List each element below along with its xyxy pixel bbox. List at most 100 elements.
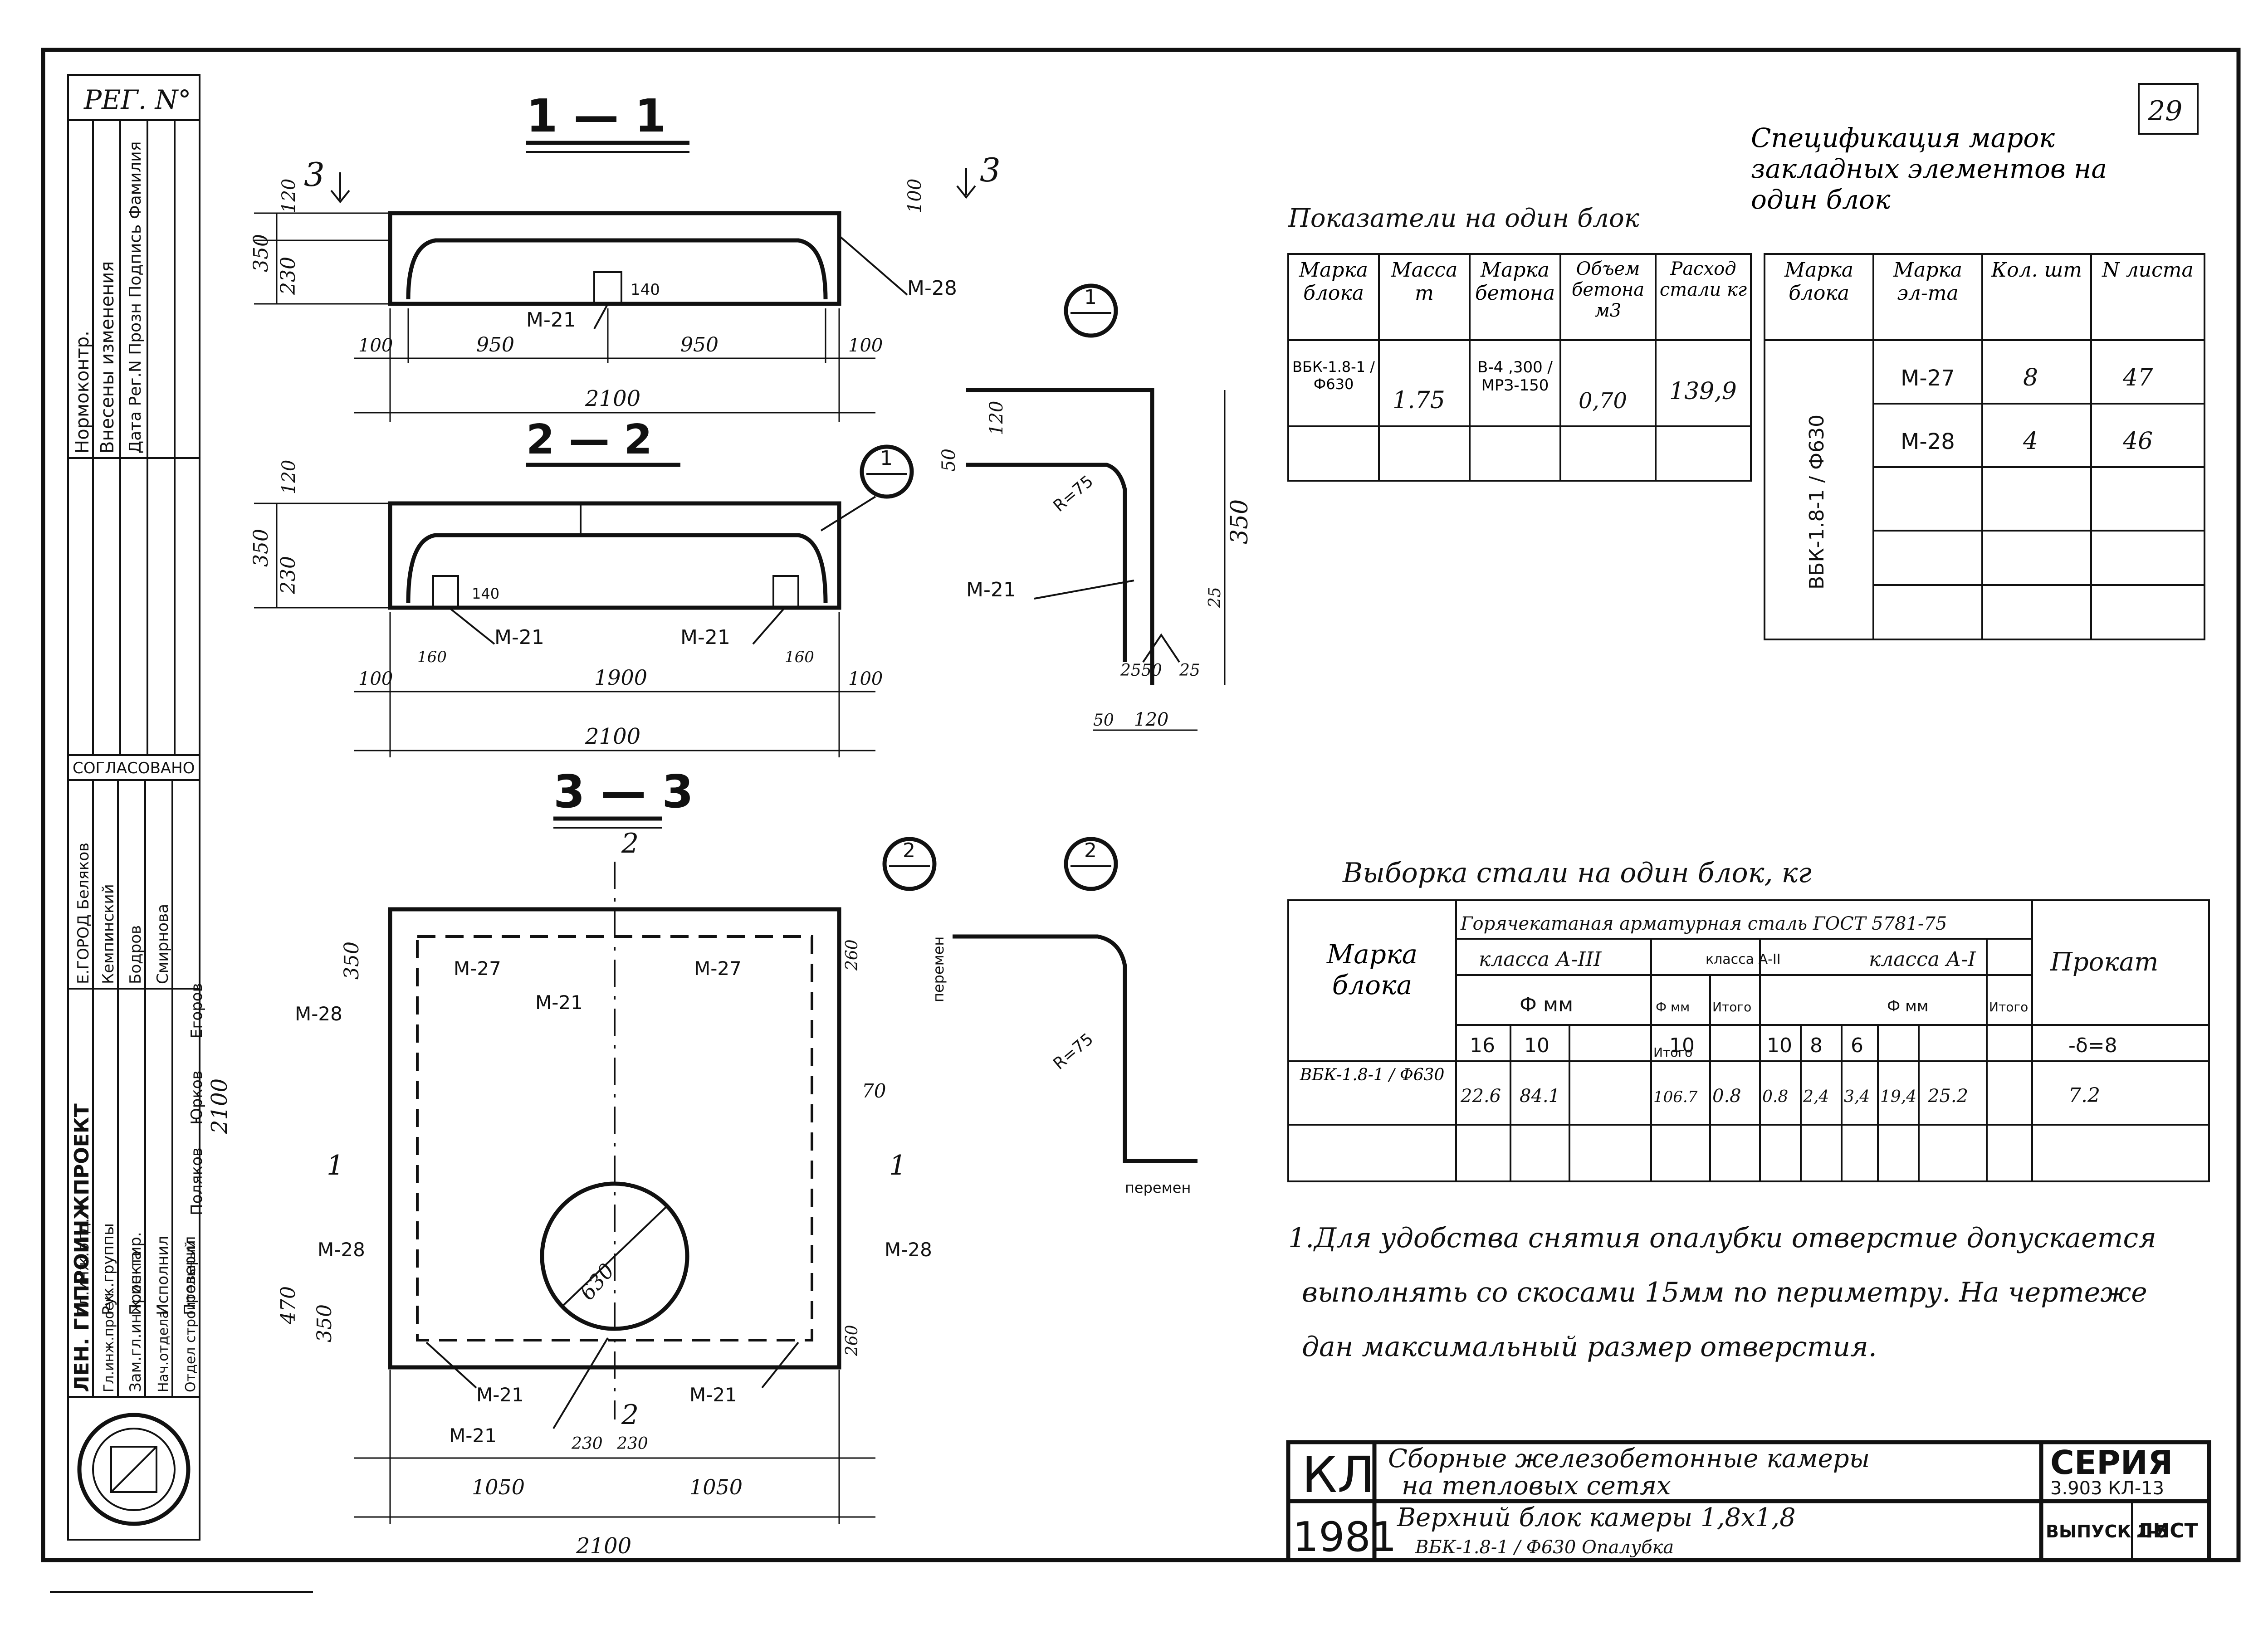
steel-class-a3: класса А-III — [1479, 948, 1602, 971]
org-name: ЛЕН. ГИПРОИНЖПРОЕКТ — [70, 1103, 93, 1392]
callout-1-num: 1 — [1084, 286, 1097, 309]
spec-block: ВБК-1.8-1 / Ф630 — [1805, 415, 1828, 590]
staff-row-5: Проверил — [181, 1236, 199, 1315]
detail1-d50b: 50 — [1093, 711, 1114, 730]
title-line-3: Верхний блок камеры 1,8х1,8 — [1397, 1503, 1796, 1532]
staff-row-4: Исполнил — [154, 1236, 172, 1315]
spec-r2-sheet: 46 — [2122, 428, 2153, 455]
plan-d1050-left: 1050 — [472, 1475, 525, 1499]
s22-d100-right: 100 — [848, 668, 883, 689]
steel-table: Выборка стали на один блок, кг Горячекат… — [1287, 857, 2210, 1182]
ind-row-volume: 0,70 — [1579, 388, 1627, 414]
steel-d10-a3: 10 — [1524, 1034, 1549, 1057]
detail1-d120b: 120 — [1134, 709, 1168, 730]
plan-d2100-left: 2100 — [207, 1078, 232, 1134]
steel-v9: 25.2 — [1927, 1086, 1968, 1107]
spec-title: Спецификация марок закладных элементов н… — [1751, 122, 2107, 215]
stamp-row-2: Внесены изменения — [97, 261, 118, 454]
staff-extra-4: Юрков — [188, 1070, 206, 1125]
indicators-title: Показатели на один блок — [1288, 204, 1640, 233]
plan-m21-top: М-21 — [535, 991, 583, 1014]
steel-d10-a1: 10 — [1767, 1034, 1792, 1057]
spec-r1-qty: 8 — [2023, 364, 2038, 391]
detail1-r75: R=75 — [1050, 472, 1097, 516]
s22-d350: 350 — [249, 529, 273, 567]
title-block: КЛ 1981 Сборные железобетонные камеры на… — [1286, 1440, 2211, 1562]
detail2-peremen-v: перемен — [930, 937, 947, 1002]
s22-d230: 230 — [277, 556, 300, 595]
s22-m21-right: М-21 — [680, 626, 730, 649]
sheet-label: ЛИСТ — [2136, 1519, 2198, 1542]
ind-h-volume: Объем бетона м3 — [1571, 259, 1645, 321]
ind-row-mass: 1.75 — [1393, 387, 1445, 414]
plan-d70: 70 — [862, 1080, 886, 1102]
s22-d120: 120 — [279, 460, 299, 494]
steel-v5: 0.8 — [1762, 1088, 1788, 1106]
plan-m28-left-bottom: М-28 — [318, 1239, 365, 1261]
reg-label: РЕГ. N° — [83, 84, 191, 115]
steel-phi-a1: Ф мм — [1887, 997, 1928, 1015]
ind-h-mark: Марка блока — [1299, 259, 1368, 305]
staff-extra-5: Егоров — [188, 983, 206, 1039]
plan-d260-top: 260 — [843, 939, 861, 971]
callout-2-plan-num: 2 — [903, 839, 915, 862]
callout-2-detail-num: 2 — [1084, 839, 1097, 862]
steel-class-a1: класса А-I — [1869, 948, 1976, 971]
plan-d230-right: 230 — [616, 1434, 648, 1453]
cut-2-bottom: 2 — [621, 1399, 639, 1431]
steel-v6: 2,4 — [1803, 1088, 1829, 1106]
agreed-row-4: Смирнова — [154, 904, 172, 984]
agreed-row-3: Бодров — [127, 925, 145, 984]
opening-d630: 630 — [575, 1258, 619, 1305]
plan-d470: 470 — [277, 1286, 300, 1325]
plan-m27-left: М-27 — [454, 957, 501, 980]
s22-d140: 140 — [472, 585, 499, 602]
ind-row-steel: 139,9 — [1669, 378, 1737, 405]
s11-d350: 350 — [249, 234, 273, 272]
note-line-2: выполнять со скосами 15мм по периметру. … — [1302, 1277, 2147, 1308]
section-1-1-title: 1 — 1 — [526, 89, 666, 142]
s11-d950-left: 950 — [476, 333, 514, 356]
plan-m27-right: М-27 — [694, 957, 742, 980]
steel-phi-a3: Ф мм — [1520, 993, 1573, 1016]
detail2-r75: R=75 — [1050, 1030, 1097, 1073]
s11-d230: 230 — [277, 257, 300, 295]
s11-m21: М-21 — [526, 308, 576, 332]
section-3-3-title: 3 — 3 — [553, 765, 694, 818]
steel-d16: 16 — [1470, 1034, 1495, 1057]
steel-itogo-a1: Итого — [1989, 1000, 2028, 1015]
spec-h-block: Марка блока — [1784, 259, 1853, 305]
plan-d260-bottom: 260 — [843, 1325, 861, 1356]
detail-2: 2 2 R=75 перемен перемен — [882, 837, 1198, 1196]
steel-v10: 7.2 — [2068, 1084, 2100, 1107]
note: 1.Для удобства снятия опалубки отверстие… — [1288, 1222, 2156, 1363]
detail2-peremen-h: перемен — [1125, 1179, 1191, 1196]
ind-h-concrete: Марка бетона — [1475, 259, 1555, 305]
callout-2-detail — [1064, 837, 1118, 891]
callout-2-plan — [882, 837, 937, 891]
steel-d10-a2: 10 — [1669, 1034, 1695, 1057]
plan-d1050-right: 1050 — [689, 1475, 743, 1499]
s11-d100-top: 100 — [904, 179, 925, 213]
staff-extra-2: Гл.инж.проек. — [101, 1290, 117, 1392]
sheet-number-box — [2138, 83, 2199, 135]
cut-2-top: 2 — [621, 828, 639, 859]
ind-row-block: ВБК-1.8-1 / Ф630 — [1292, 358, 1375, 393]
ind-h-mass: Масса т — [1391, 259, 1458, 305]
note-line-1: 1.Для удобства снятия опалубки отверстие… — [1288, 1222, 2156, 1254]
cut-3-left: 3 — [304, 156, 325, 194]
s22-d1900: 1900 — [594, 665, 647, 690]
stamp-agreed: СОГЛАСОВАНО — [73, 759, 195, 777]
staff-extra-3: Нач.отдела — [156, 1310, 171, 1392]
staff-row-2: Рук.группы — [99, 1223, 117, 1315]
spec-r1-element: М-27 — [1901, 366, 1955, 391]
steel-itogo-a2: Итого — [1712, 1000, 1751, 1015]
spec-h-sheet: N листа — [2102, 259, 2194, 282]
s11-d120: 120 — [279, 179, 299, 213]
s11-d100-right: 100 — [848, 335, 883, 356]
agreed-row-2: Кемпинский — [99, 884, 117, 984]
plan-d230-left: 230 — [571, 1434, 603, 1453]
steel-class-a2: класса А-II — [1706, 951, 1781, 967]
detail1-d2550: 2550 — [1120, 661, 1162, 680]
spec-h-element: Марка эл-та — [1893, 259, 1962, 305]
